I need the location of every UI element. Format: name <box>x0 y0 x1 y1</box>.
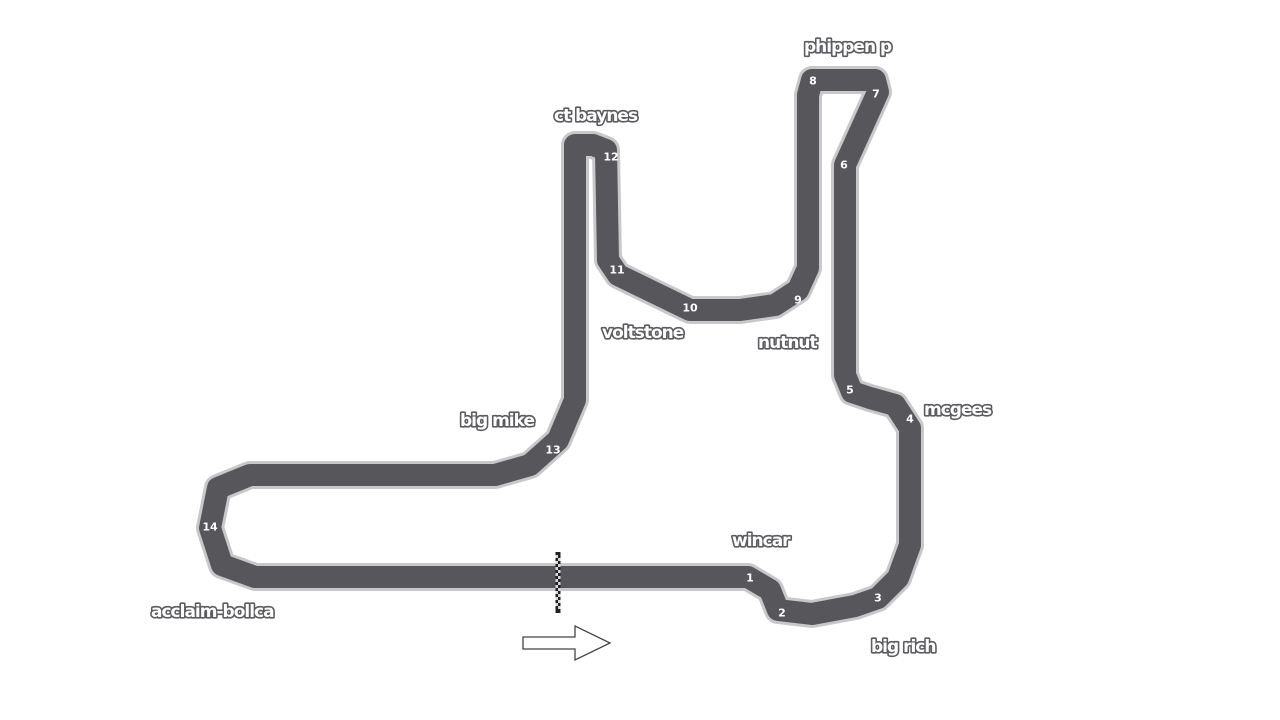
turn-number-13: 13 <box>545 444 560 457</box>
turn-number-2: 2 <box>778 607 786 620</box>
corner-name-ct-baynes: ct baynes <box>554 106 638 126</box>
corner-name-nutnut: nutnut <box>758 333 818 353</box>
corner-name-acclaim-bollca: acclaim-bollca <box>151 602 274 622</box>
turn-number-10: 10 <box>682 302 698 315</box>
turn-number-1: 1 <box>746 572 754 585</box>
turn-number-9: 9 <box>794 294 802 307</box>
turn-number-7: 7 <box>872 88 880 101</box>
corner-name-voltstone: voltstone <box>602 323 684 343</box>
turn-number-6: 6 <box>840 159 848 172</box>
turn-number-8: 8 <box>809 75 817 88</box>
right-arrow-icon <box>522 624 612 662</box>
corner-name-big-rich: big rich <box>871 637 935 657</box>
turn-number-4: 4 <box>906 413 914 426</box>
corner-name-big-mike: big mike <box>460 411 534 431</box>
turn-number-3: 3 <box>874 592 882 605</box>
start-finish-line <box>555 552 561 613</box>
turn-numbers: 1 2 3 4 5 6 7 8 9 10 11 12 13 14 <box>202 75 914 620</box>
turn-number-5: 5 <box>846 384 854 397</box>
corner-name-mcgees: mcgees <box>924 400 992 420</box>
corner-name-wincar: wincar <box>732 531 791 551</box>
turn-number-11: 11 <box>609 264 624 277</box>
corner-name-phippen-p: phippen p <box>804 37 892 57</box>
track-surface <box>199 69 921 625</box>
turn-number-14: 14 <box>202 521 218 534</box>
corner-names: wincar big rich mcgees phippen p nutnut … <box>149 35 994 658</box>
turn-number-12: 12 <box>603 151 618 164</box>
